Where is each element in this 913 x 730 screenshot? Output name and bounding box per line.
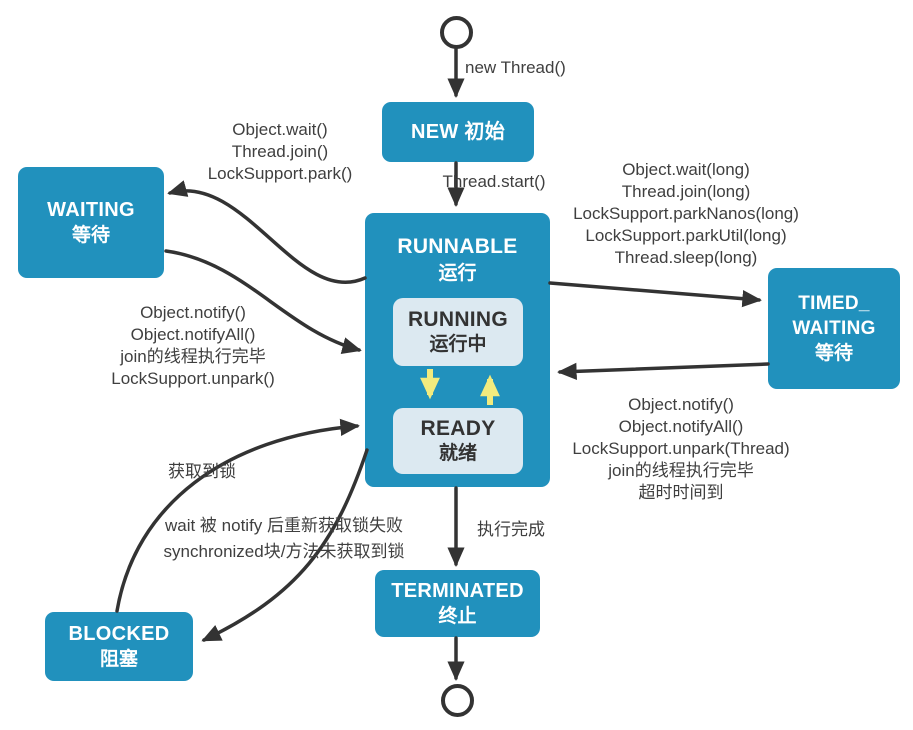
label-line: LockSupport.parkUtil(long) bbox=[585, 226, 787, 245]
node-blocked-label-en: BLOCKED bbox=[68, 622, 170, 645]
label-line: Object.notify() bbox=[140, 303, 246, 322]
node-timed-waiting-label-line2: WAITING bbox=[792, 317, 876, 339]
label-line: synchronized块/方法未获取到锁 bbox=[163, 542, 405, 561]
edge-runnable-to-waiting bbox=[167, 180, 367, 285]
node-runnable-label-en: RUNNABLE bbox=[397, 235, 518, 258]
label-line: Thread.join(long) bbox=[621, 182, 751, 201]
label-line: Object.notify() bbox=[628, 395, 734, 414]
label-line: LockSupport.unpark(Thread) bbox=[572, 439, 790, 458]
label-line: Object.wait() bbox=[232, 120, 328, 139]
node-new: NEW 初始 bbox=[382, 102, 534, 162]
label-from-timed-waiting: Object.notify() Object.notifyAll() LockS… bbox=[572, 394, 789, 504]
label-line: join的线程执行完毕 bbox=[608, 461, 754, 480]
label-from-waiting: Object.notify() Object.notifyAll() join的… bbox=[111, 302, 274, 390]
node-terminated-label-zh: 终止 bbox=[438, 606, 477, 628]
node-timed-waiting-label-line1: TIMED_ bbox=[798, 292, 870, 314]
label-line: Thread.sleep(long) bbox=[614, 248, 758, 267]
label-runnable-to-blocked: wait 被 notify 后重新获取锁失败 synchronized块/方法未… bbox=[164, 513, 405, 565]
label-blocked-to-runnable: 获取到锁 bbox=[168, 462, 236, 481]
end-circle bbox=[441, 684, 474, 717]
node-running-label-en: RUNNING bbox=[407, 308, 509, 331]
node-running: RUNNING 运行中 bbox=[393, 298, 523, 366]
label-line: Object.notifyAll() bbox=[618, 417, 744, 436]
node-timed-waiting: TIMED_ WAITING 等待 bbox=[768, 268, 900, 389]
label-line: 超时时间到 bbox=[638, 483, 724, 502]
label-new-thread: new Thread() bbox=[465, 58, 566, 77]
label-line: Object.wait(long) bbox=[622, 160, 750, 179]
node-runnable: RUNNABLE 运行 RUNNING 运行中 READY 就绪 bbox=[365, 213, 550, 487]
node-timed-waiting-label-zh: 等待 bbox=[814, 343, 853, 365]
node-ready-label-zh: 就绪 bbox=[438, 443, 477, 465]
node-ready: READY 就绪 bbox=[393, 408, 523, 474]
label-to-waiting: Object.wait() Thread.join() LockSupport.… bbox=[208, 119, 353, 185]
label-line: wait 被 notify 后重新获取锁失败 bbox=[164, 516, 404, 535]
label-line: LockSupport.parkNanos(long) bbox=[573, 204, 799, 223]
label-thread-start: Thread.start() bbox=[442, 172, 546, 191]
node-new-label: NEW 初始 bbox=[410, 120, 506, 143]
node-runnable-label-zh: 运行 bbox=[438, 262, 477, 284]
label-line: join的线程执行完毕 bbox=[120, 347, 266, 366]
node-blocked: BLOCKED 阻塞 bbox=[45, 612, 193, 681]
node-waiting-label-en: WAITING bbox=[47, 198, 135, 221]
label-line: Object.notifyAll() bbox=[130, 325, 256, 344]
node-waiting-label-zh: 等待 bbox=[71, 225, 110, 247]
edge-timed-waiting-to-runnable bbox=[557, 362, 770, 380]
node-waiting: WAITING 等待 bbox=[18, 167, 164, 278]
label-line: LockSupport.park() bbox=[207, 164, 353, 183]
label-to-timed-waiting: Object.wait(long) Thread.join(long) Lock… bbox=[573, 159, 799, 269]
node-ready-label-en: READY bbox=[420, 417, 496, 440]
label-line: Thread.join() bbox=[231, 142, 329, 161]
node-terminated-label-en: TERMINATED bbox=[391, 579, 524, 602]
label-to-terminated: 执行完成 bbox=[477, 520, 545, 539]
edge-runnable-to-timed-waiting bbox=[548, 281, 762, 308]
node-running-label-zh: 运行中 bbox=[429, 334, 487, 356]
node-blocked-label-zh: 阻塞 bbox=[99, 649, 138, 671]
label-line: LockSupport.unpark() bbox=[111, 369, 275, 388]
start-circle bbox=[440, 16, 473, 49]
node-terminated: TERMINATED 终止 bbox=[375, 570, 540, 637]
